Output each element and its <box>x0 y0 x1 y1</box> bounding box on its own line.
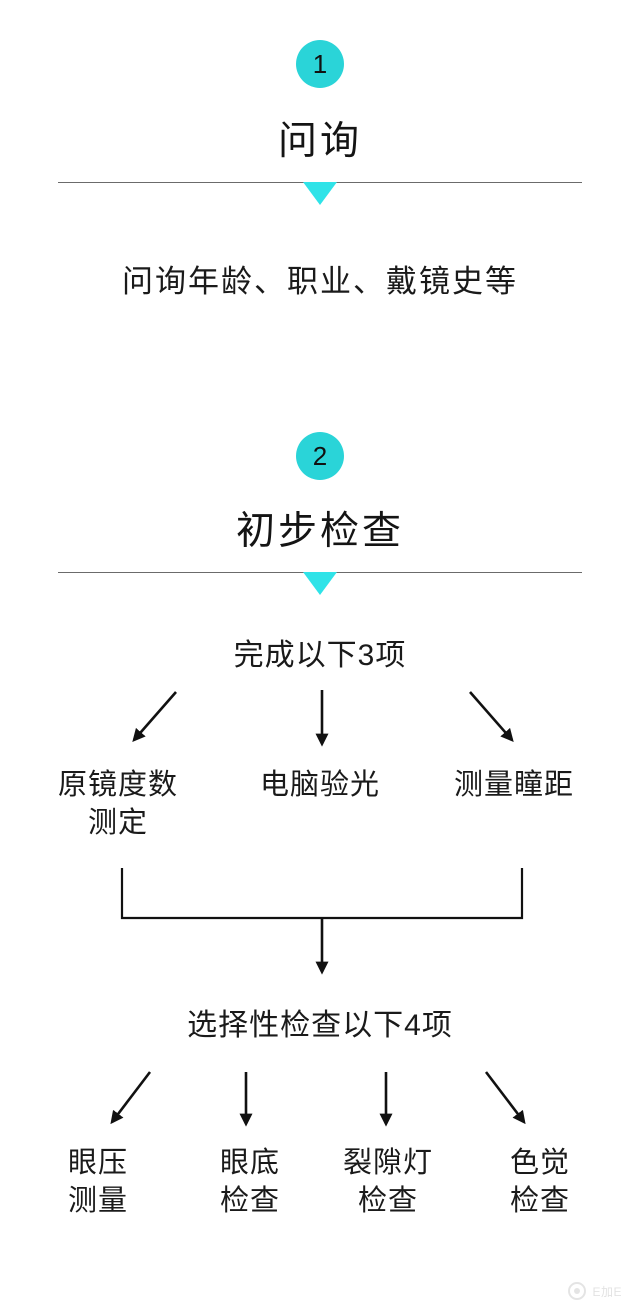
arrow-down-left-1 <box>132 691 177 742</box>
watermark-logo-icon <box>568 1282 587 1300</box>
section-divider-1 <box>58 182 582 205</box>
divider-caret-icon-2 <box>303 572 337 595</box>
exam-item-slit-lamp: 裂隙灯 检查 <box>342 1147 433 1217</box>
step-badge-2: 2 <box>296 432 344 480</box>
exam-item-intraocular-pressure: 眼压 测量 <box>67 1147 128 1217</box>
arrow-down-right-2 <box>484 1071 526 1125</box>
arrow-down-right-1 <box>469 691 514 742</box>
section-title-1: 问询 <box>277 120 362 163</box>
section-divider-2 <box>58 572 582 595</box>
section-1-body-text: 问询年龄、职业、戴镜史等 <box>122 264 518 299</box>
divider-caret-icon-1 <box>303 182 337 205</box>
exam-item-original-prescription: 原镜度数 测定 <box>57 769 178 839</box>
merge-bracket <box>120 868 524 920</box>
watermark: E加E <box>568 1282 622 1300</box>
exam-item-fundus: 眼底 检查 <box>219 1147 280 1217</box>
exam-item-pupillary-distance: 测量瞳距 <box>453 769 574 801</box>
exam-item-auto-refraction: 电脑验光 <box>259 769 380 801</box>
sub-heading-optional-4: 选择性检查以下4项 <box>187 1009 453 1042</box>
section-title-2: 初步检查 <box>235 510 404 553</box>
arrow-down-left-2 <box>110 1071 152 1125</box>
watermark-label: E加E <box>592 1284 622 1299</box>
exam-item-color-vision: 色觉 检查 <box>509 1147 570 1217</box>
sub-heading-complete-3: 完成以下3项 <box>233 639 407 672</box>
step-badge-1: 1 <box>296 40 344 88</box>
